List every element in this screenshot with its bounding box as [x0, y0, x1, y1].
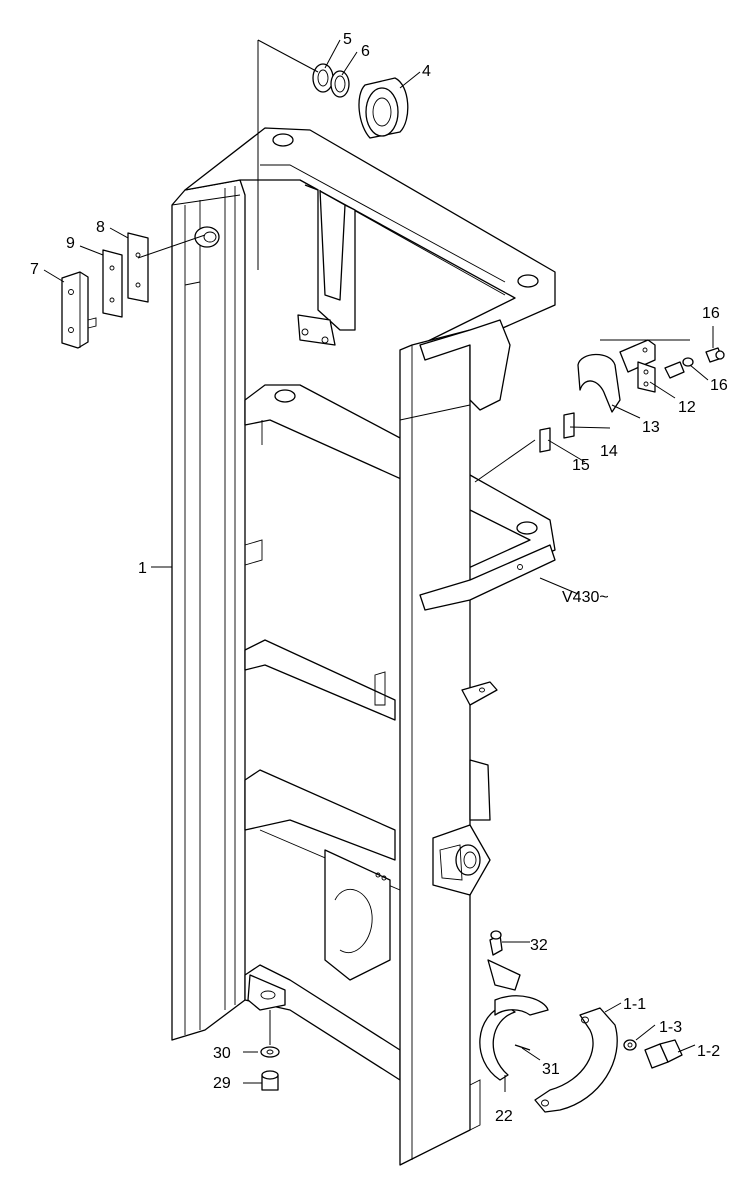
callout-6: 6	[361, 43, 370, 60]
callout-1-1: 1-1	[623, 996, 646, 1013]
callout-13: 13	[642, 419, 660, 436]
callout-22: 22	[495, 1108, 513, 1125]
callout-8: 8	[96, 219, 105, 236]
callout-29: 29	[213, 1075, 231, 1092]
callout-1-3: 1-3	[659, 1019, 682, 1036]
callout-12: 12	[678, 399, 696, 416]
callout-32: 32	[530, 937, 548, 954]
block-7	[61, 271, 89, 349]
callout-15: 15	[572, 457, 590, 474]
callout-16-top: 16	[702, 305, 720, 322]
variant-note: V430~	[562, 589, 609, 606]
outer-mast-frame	[171, 127, 556, 1081]
cylinder-clamp-assembly	[479, 930, 683, 1113]
shim-5	[312, 63, 334, 93]
top-bearing-parts	[312, 63, 409, 139]
callout-7: 7	[30, 261, 39, 278]
callout-1-2: 1-2	[697, 1043, 720, 1060]
inner-mast-rail	[399, 319, 556, 1166]
callout-14: 14	[600, 443, 618, 460]
washer-30	[260, 1046, 280, 1058]
shim-8	[127, 232, 149, 303]
callout-9: 9	[66, 235, 75, 252]
shim-9	[102, 249, 123, 318]
plate-15	[539, 427, 551, 453]
callout-16-lower: 16	[710, 377, 728, 394]
leader-lines	[43, 39, 714, 1092]
callout-31: 31	[542, 1061, 560, 1078]
plate-12	[637, 361, 656, 393]
plate-14	[563, 412, 575, 439]
shim-6	[330, 70, 350, 98]
callout-1: 1	[138, 560, 147, 577]
hose-bracket-parts	[539, 339, 725, 453]
side-roller-parts	[61, 232, 149, 349]
bottom-parts	[260, 1046, 280, 1091]
callout-labels: 1 4 5 6 7 8 9 12 13 14 15 16 16 22 29 30…	[30, 31, 728, 1125]
clamp-13	[577, 353, 621, 413]
callout-30: 30	[213, 1045, 231, 1062]
callout-4: 4	[422, 63, 431, 80]
callout-5: 5	[343, 31, 352, 48]
